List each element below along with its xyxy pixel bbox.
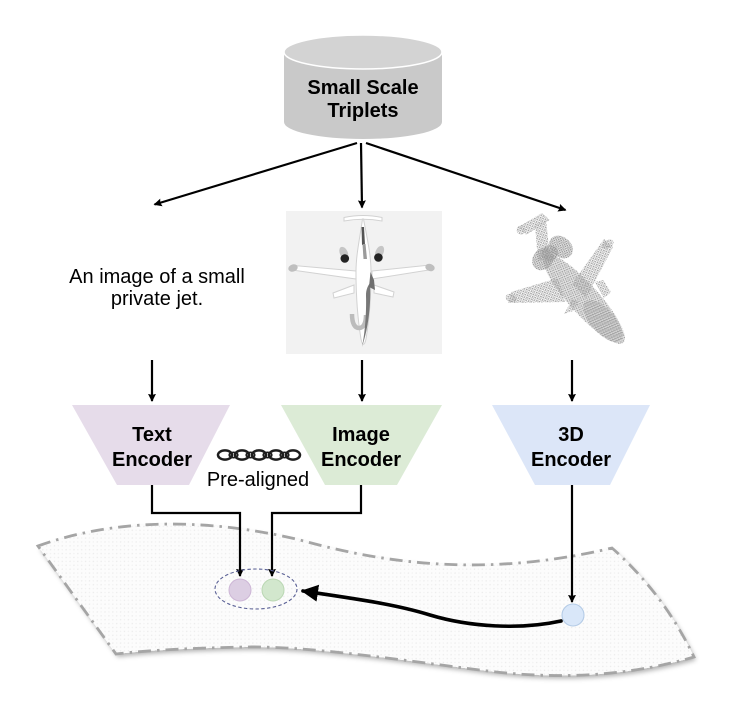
svg-text:Encoder: Encoder xyxy=(112,449,192,471)
svg-text:Encoder: Encoder xyxy=(531,449,611,471)
svg-text:Small Scale: Small Scale xyxy=(307,77,418,99)
svg-text:Text: Text xyxy=(132,424,172,446)
svg-text:Pre-aligned: Pre-aligned xyxy=(207,469,309,491)
svg-text:3D: 3D xyxy=(558,424,584,446)
svg-text:Image: Image xyxy=(332,424,390,446)
svg-text:private jet.: private jet. xyxy=(111,288,203,310)
svg-text:Triplets: Triplets xyxy=(327,100,398,122)
svg-text:An image of a small: An image of a small xyxy=(69,266,245,288)
svg-text:Encoder: Encoder xyxy=(321,449,401,471)
